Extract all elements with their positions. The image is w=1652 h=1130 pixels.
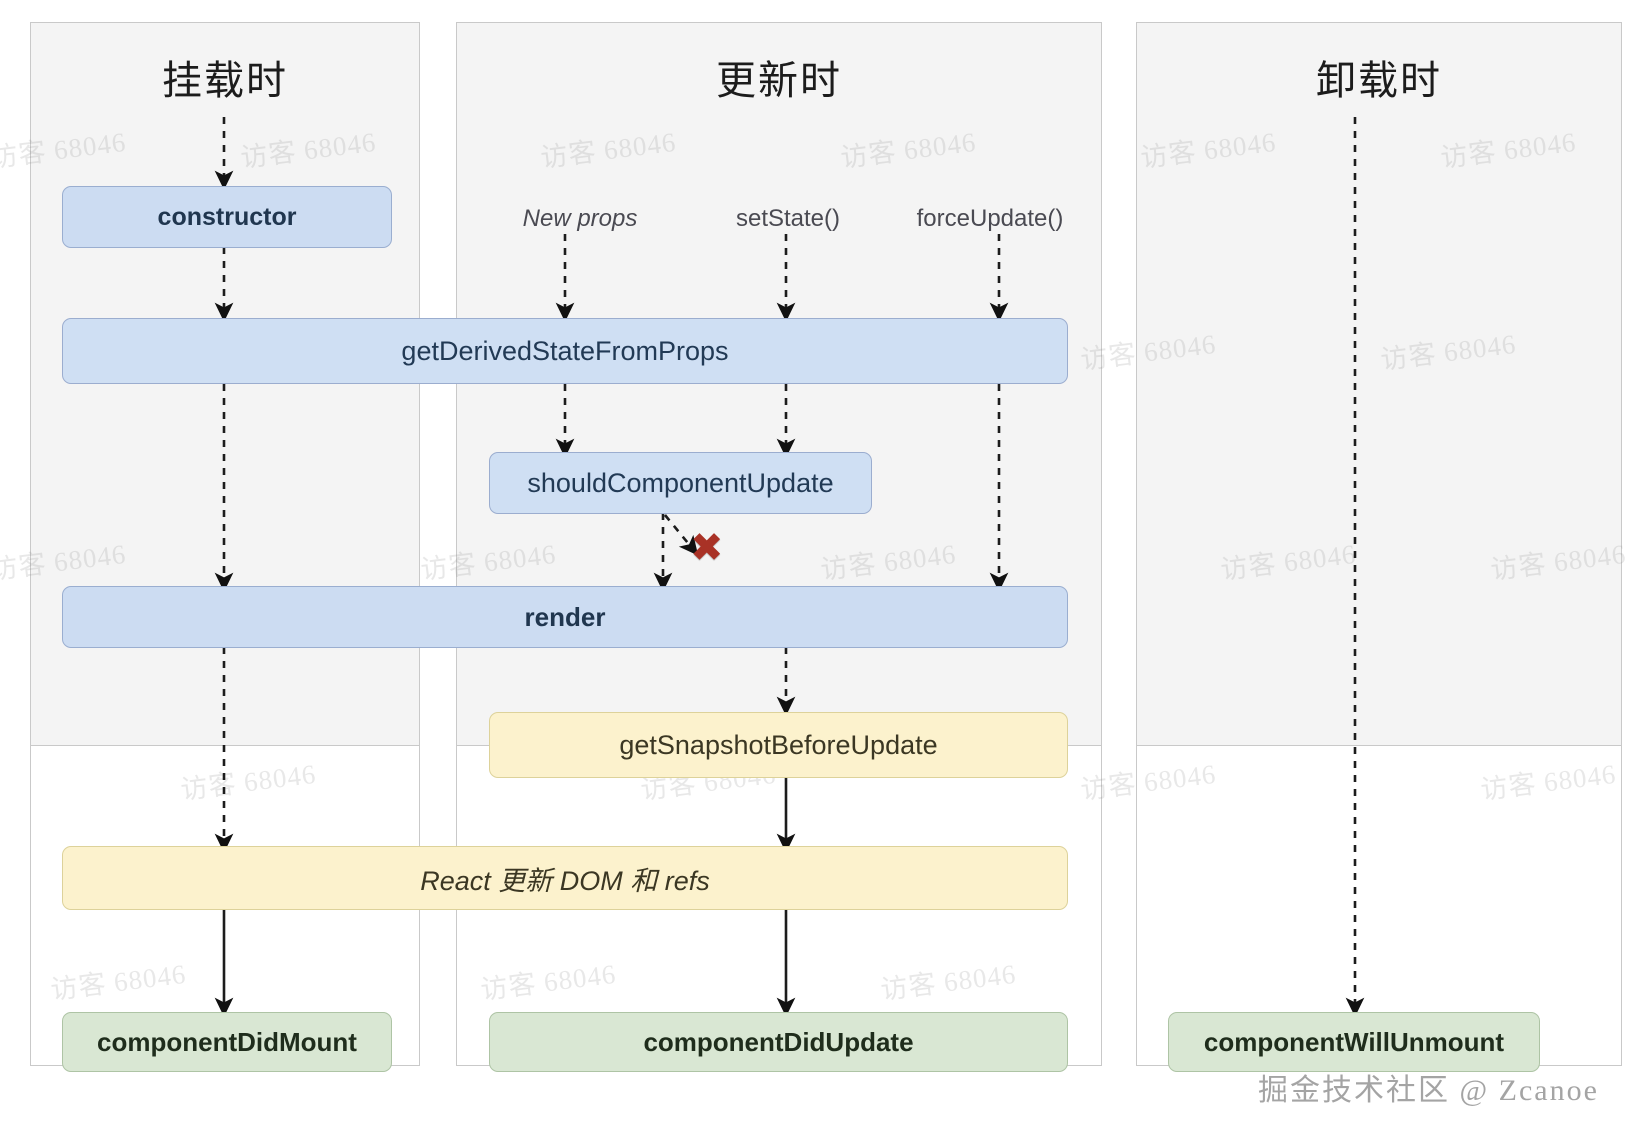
credit-watermark: 掘金技术社区 @ Zcanoe <box>1258 1074 1599 1107</box>
box-render[interactable]: render <box>62 586 1068 648</box>
trigger-force-update: forceUpdate() <box>916 205 1064 232</box>
box-component-did-update[interactable]: componentDidUpdate <box>489 1012 1068 1072</box>
box-get-derived-state-from-props[interactable]: getDerivedStateFromProps <box>62 318 1068 384</box>
column-title-unmount: 卸载时 <box>1316 59 1442 103</box>
box-should-component-update[interactable]: shouldComponentUpdate <box>489 452 872 514</box>
box-get-snapshot-before-update[interactable]: getSnapshotBeforeUpdate <box>489 712 1068 778</box>
box-component-will-unmount[interactable]: componentWillUnmount <box>1168 1012 1540 1072</box>
box-component-did-mount[interactable]: componentDidMount <box>62 1012 392 1072</box>
column-title-mount: 挂载时 <box>162 59 288 103</box>
box-react-updates-dom-and-refs[interactable]: React 更新 DOM 和 refs <box>62 846 1068 910</box>
column-title-update: 更新时 <box>716 59 842 103</box>
abort-x-icon: ✖ <box>690 526 724 570</box>
trigger-set-state: setState() <box>735 205 841 232</box>
box-constructor[interactable]: constructor <box>62 186 392 248</box>
panel-unmount-upper <box>1136 22 1622 746</box>
trigger-new-props: New props <box>522 205 638 232</box>
